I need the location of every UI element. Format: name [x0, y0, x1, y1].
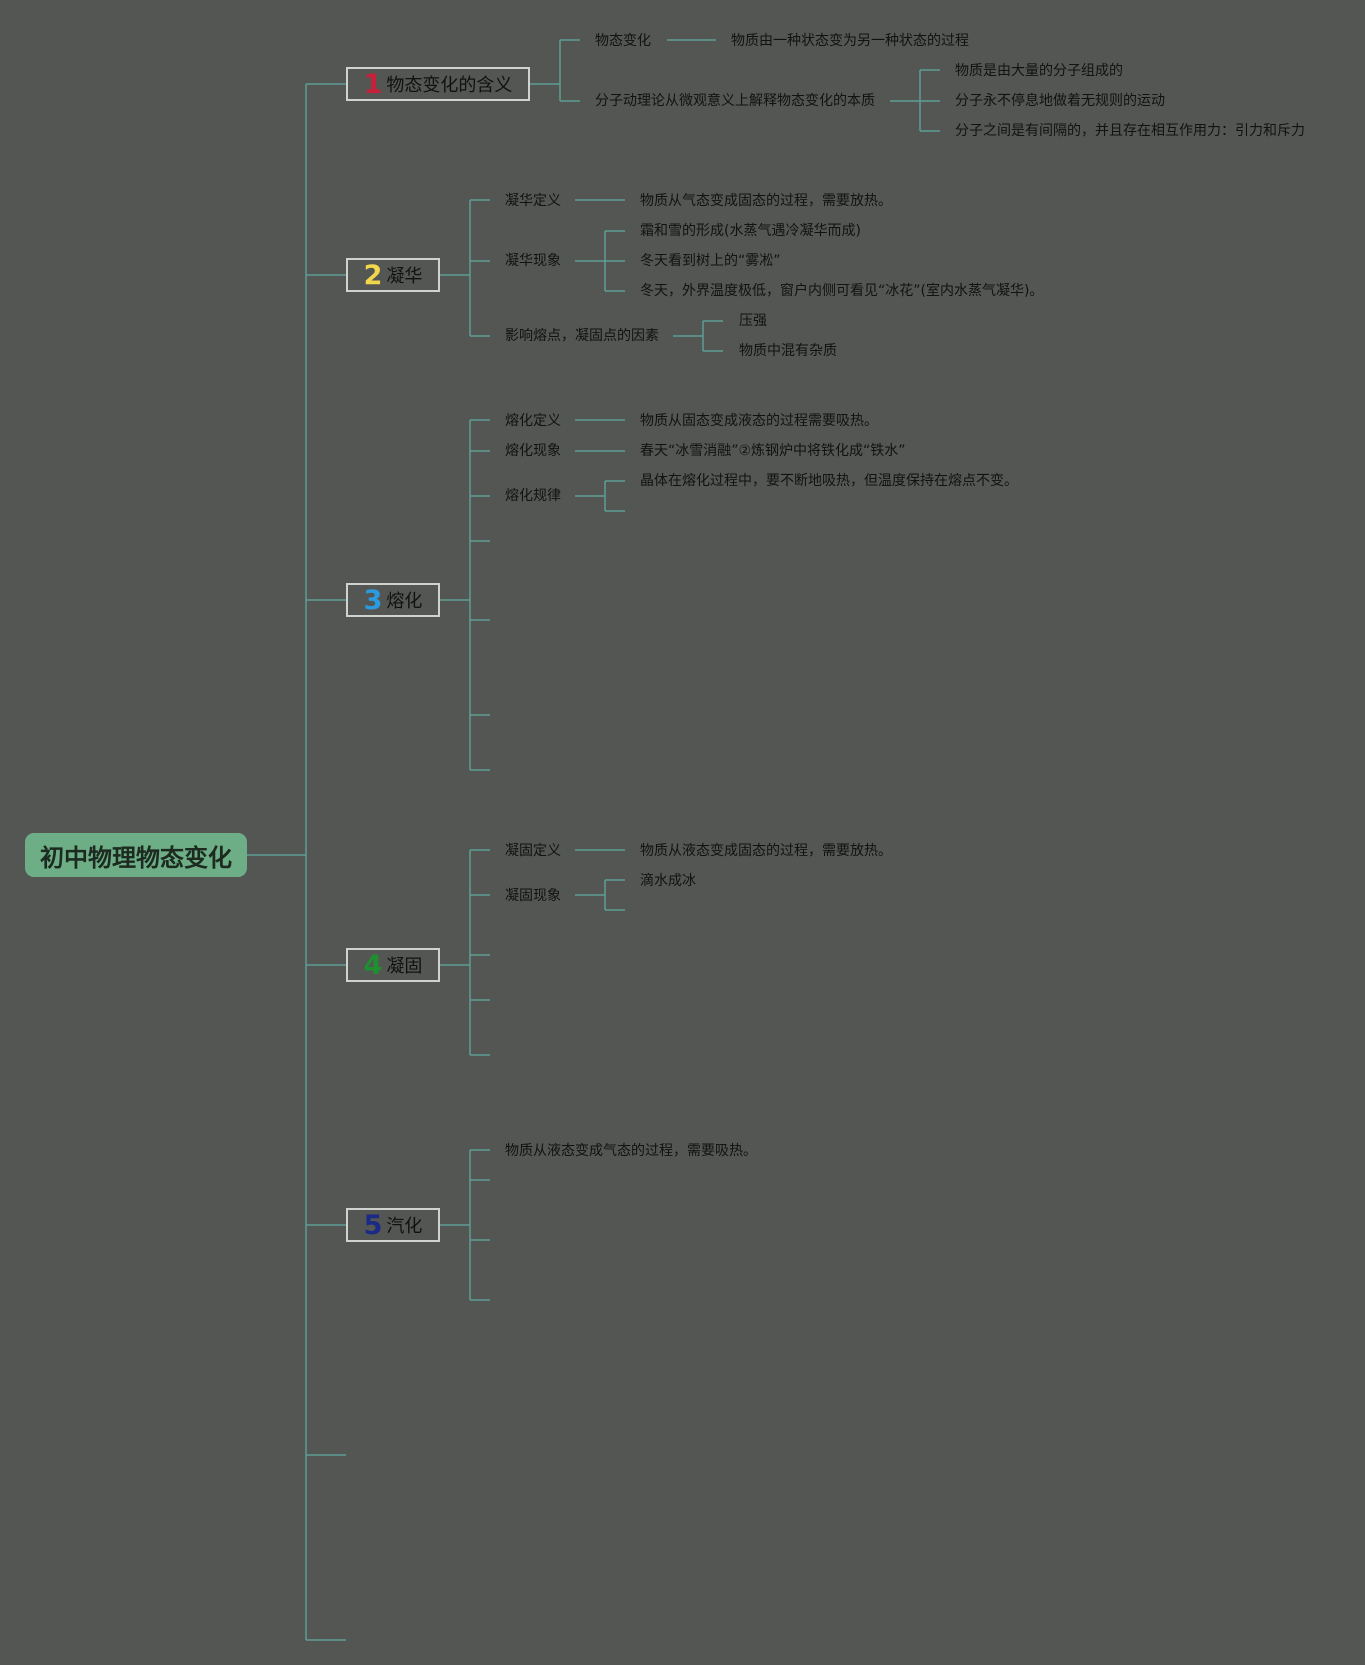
root-node[interactable]: 初中物理物态变化 [25, 833, 247, 877]
t2-item-2-detail-1[interactable]: 霜和雪的形成(水蒸气遇冷凝华而成) [640, 223, 861, 239]
t1-item-2-detail-3[interactable]: 分子之间是有间隔的，并且存在相互作用力：引力和斥力 [955, 123, 1305, 139]
root-label: 初中物理物态变化 [40, 843, 232, 872]
topic-3-number: 3 [363, 584, 383, 616]
t2-item-3[interactable]: 影响熔点，凝固点的因素 [505, 328, 659, 344]
t3-item-2[interactable]: 熔化现象 [505, 443, 561, 459]
t2-item-2[interactable]: 凝华现象 [505, 253, 561, 269]
t3-item-1-detail-1[interactable]: 物质从固态变成液态的过程需要吸热。 [640, 413, 878, 429]
t3-item-3[interactable]: 熔化规律 [505, 488, 561, 504]
t1-item-2-detail-1[interactable]: 物质是由大量的分子组成的 [955, 63, 1123, 79]
t4-item-2[interactable]: 凝固现象 [505, 888, 561, 904]
topic-2-node[interactable]: 2 凝华 [346, 258, 440, 292]
topic-1-node[interactable]: 1 物态变化的含义 [346, 67, 530, 101]
t3-item-2-detail-1[interactable]: 春天“冰雪消融”②炼钢炉中将铁化成“铁水” [640, 443, 906, 459]
topic-4-number: 4 [363, 949, 383, 981]
topic-2-number: 2 [363, 259, 383, 291]
t1-item-2[interactable]: 分子动理论从微观意义上解释物态变化的本质 [595, 93, 875, 109]
t4-item-2-detail-1[interactable]: 滴水成冰 [640, 873, 696, 889]
topic-5-node[interactable]: 5 汽化 [346, 1208, 440, 1242]
t4-item-1[interactable]: 凝固定义 [505, 843, 561, 859]
t4-item-1-detail-1[interactable]: 物质从液态变成固态的过程，需要放热。 [640, 843, 892, 859]
t5-item-1[interactable]: 物质从液态变成气态的过程，需要吸热。 [505, 1143, 757, 1159]
topic-4-node[interactable]: 4 凝固 [346, 948, 440, 982]
t2-item-3-detail-2[interactable]: 物质中混有杂质 [739, 343, 837, 359]
topic-2-label: 凝华 [386, 266, 423, 287]
t3-item-1[interactable]: 熔化定义 [505, 413, 561, 429]
topic-5-label: 汽化 [386, 1216, 423, 1237]
topic-1-number: 1 [363, 68, 383, 100]
t3-item-3-detail-1[interactable]: 晶体在熔化过程中，要不断地吸热，但温度保持在熔点不变。 [640, 473, 1018, 489]
t2-item-2-detail-2[interactable]: 冬天看到树上的“雾凇” [640, 253, 781, 269]
t2-item-3-detail-1[interactable]: 压强 [739, 313, 767, 329]
t1-item-2-detail-2[interactable]: 分子永不停息地做着无规则的运动 [955, 93, 1165, 109]
topic-5-number: 5 [363, 1209, 383, 1241]
topic-1-label: 物态变化的含义 [386, 75, 513, 96]
topic-3-node[interactable]: 3 熔化 [346, 583, 440, 617]
t1-item-1[interactable]: 物态变化 [595, 33, 651, 49]
topic-3-label: 熔化 [386, 591, 423, 612]
t2-item-2-detail-3[interactable]: 冬天，外界温度极低，窗户内侧可看见“冰花”(室内水蒸气凝华)。 [640, 283, 1044, 299]
t2-item-1[interactable]: 凝华定义 [505, 193, 561, 209]
t2-item-1-detail-1[interactable]: 物质从气态变成固态的过程，需要放热。 [640, 193, 892, 209]
t1-item-1-detail-1[interactable]: 物质由一种状态变为另一种状态的过程 [731, 33, 969, 49]
topic-4-label: 凝固 [386, 956, 423, 977]
